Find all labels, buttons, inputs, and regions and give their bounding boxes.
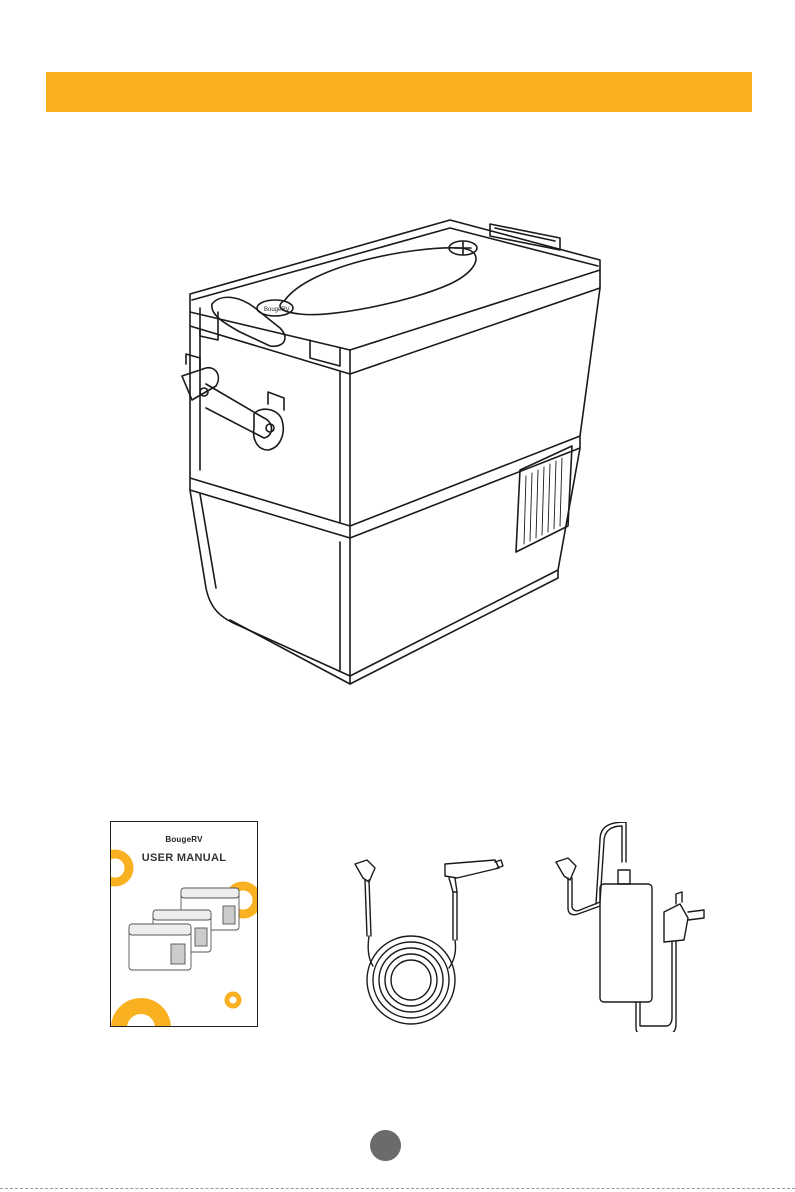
section-header-bar bbox=[46, 72, 752, 112]
user-manual-booklet: BougeRV USER MANUAL bbox=[110, 821, 258, 1027]
lid-badge-text: BougeRV bbox=[264, 307, 290, 313]
fridge-illustration: BougeRV bbox=[160, 208, 610, 693]
car-dc-cable-illustration bbox=[345, 850, 510, 1030]
page-number-indicator bbox=[370, 1130, 401, 1161]
manual-brand-logo: BougeRV bbox=[111, 835, 257, 844]
manual-title: USER MANUAL bbox=[111, 852, 257, 864]
ac-adapter-illustration bbox=[548, 822, 723, 1032]
page-trim-line bbox=[0, 1188, 795, 1189]
